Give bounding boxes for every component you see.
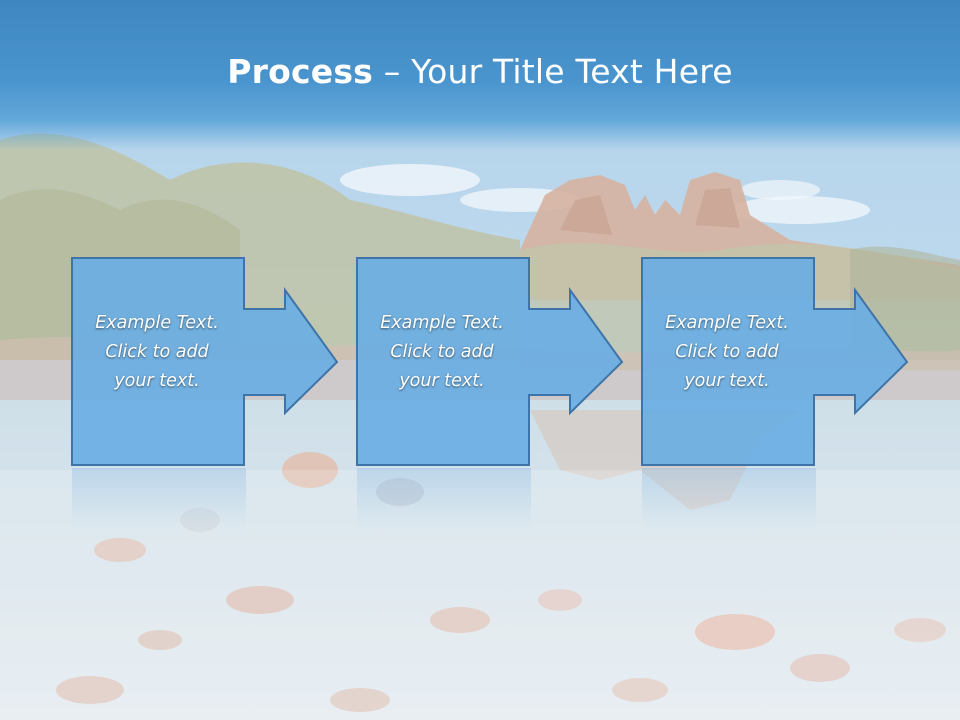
process-step-1[interactable]: Example Text. Click to add your text.	[71, 257, 339, 467]
step-text: Example Text. Click to add your text.	[71, 309, 243, 396]
step-text-line: Example Text.	[380, 313, 504, 333]
box-reflection	[642, 468, 816, 528]
title-bold: Process	[227, 52, 374, 91]
arrow-box-shape	[356, 257, 624, 466]
step-text-line: your text.	[114, 371, 200, 391]
step-text-line: your text.	[399, 371, 485, 391]
step-text: Example Text. Click to add your text.	[356, 309, 528, 396]
title-rest: – Your Title Text Here	[373, 52, 733, 91]
step-text-line: Example Text.	[95, 313, 219, 333]
step-text-line: Click to add	[390, 342, 494, 362]
arrow-box-shape	[71, 257, 339, 466]
step-text: Example Text. Click to add your text.	[641, 309, 813, 396]
step-text-line: Click to add	[675, 342, 779, 362]
title-band	[0, 0, 960, 150]
slide-title[interactable]: Process – Your Title Text Here	[0, 52, 960, 91]
box-reflection	[72, 468, 246, 528]
step-text-line: Click to add	[105, 342, 209, 362]
step-text-line: your text.	[684, 371, 770, 391]
step-text-line: Example Text.	[665, 313, 789, 333]
process-step-2[interactable]: Example Text. Click to add your text.	[356, 257, 624, 467]
process-step-3[interactable]: Example Text. Click to add your text.	[641, 257, 909, 467]
box-reflection	[357, 468, 531, 528]
arrow-box-shape	[641, 257, 909, 466]
